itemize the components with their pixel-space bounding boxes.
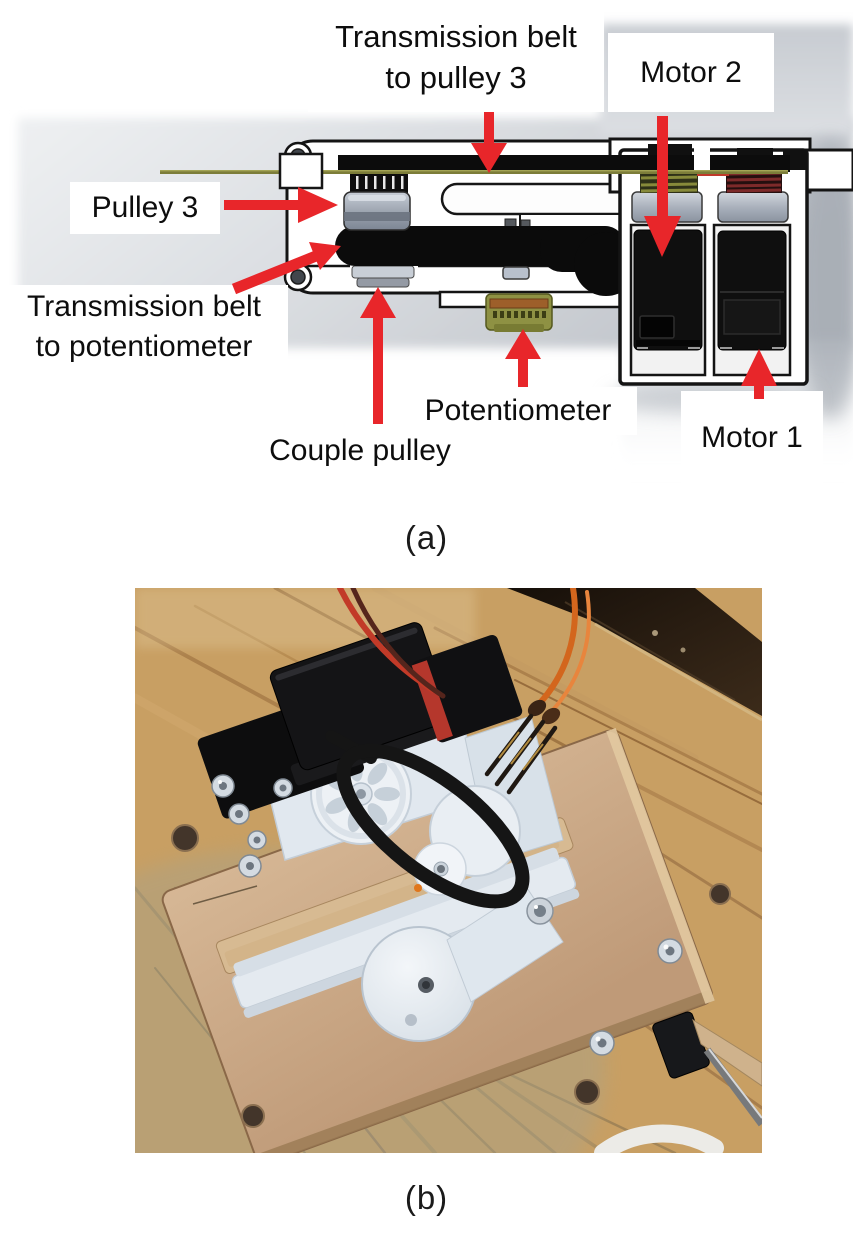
motor2-shaft-cylinder <box>631 191 703 223</box>
prototype-photo <box>135 588 762 1153</box>
prototype-photo-frame <box>135 588 762 1153</box>
label-motor1: Motor 1 <box>681 391 823 485</box>
label-text: Motor 1 <box>701 421 803 455</box>
red-wire-line <box>697 173 729 176</box>
slider-pin <box>502 266 530 280</box>
idler-pulleys <box>413 785 554 925</box>
screws <box>211 774 683 1056</box>
label-couple-pulley: Couple pulley <box>246 427 474 475</box>
label-text: Transmission belt <box>27 290 261 324</box>
pulley-3-graphic <box>343 174 411 231</box>
label-transmission-belt-potentiometer: Transmission belt to potentiometer <box>0 285 288 369</box>
wires <box>337 588 591 714</box>
label-text: Pulley 3 <box>91 191 199 225</box>
output-hardware <box>594 1011 762 1153</box>
label-transmission-belt-pulley3: Transmission belt to pulley 3 <box>308 2 604 112</box>
caption-panel-a: (a) <box>404 519 449 556</box>
pencil-mark <box>192 885 258 905</box>
rod-guide-tab <box>278 152 324 190</box>
label-text: Potentiometer <box>424 394 612 428</box>
drive-belt <box>325 730 530 909</box>
potentiometer-graphic <box>485 293 553 332</box>
output-rod <box>160 170 788 174</box>
caption-panel-b: (b) <box>404 1179 449 1216</box>
cad-diagram <box>18 24 853 480</box>
label-text: to pulley 3 <box>385 60 527 95</box>
couple-pulley-graphic <box>351 265 415 288</box>
label-potentiometer: Potentiometer <box>399 387 637 435</box>
transmission-belt-top <box>338 148 790 174</box>
orange-marker-dot <box>414 884 422 892</box>
label-text: Couple pulley <box>269 434 451 468</box>
label-pulley3: Pulley 3 <box>70 182 220 234</box>
label-text: to potentiometer <box>35 330 253 363</box>
label-text: Transmission belt <box>335 18 577 54</box>
motor1-shaft-cylinder <box>717 191 789 223</box>
potentiometer-pins <box>484 699 561 795</box>
label-text: Motor 2 <box>640 55 742 89</box>
plate-holes <box>171 824 731 1128</box>
servo-motors <box>197 622 523 819</box>
dark-bar <box>507 588 762 722</box>
motor-2-graphic <box>633 229 703 351</box>
motor-1-graphic <box>717 230 787 351</box>
label-motor2: Motor 2 <box>608 33 774 112</box>
